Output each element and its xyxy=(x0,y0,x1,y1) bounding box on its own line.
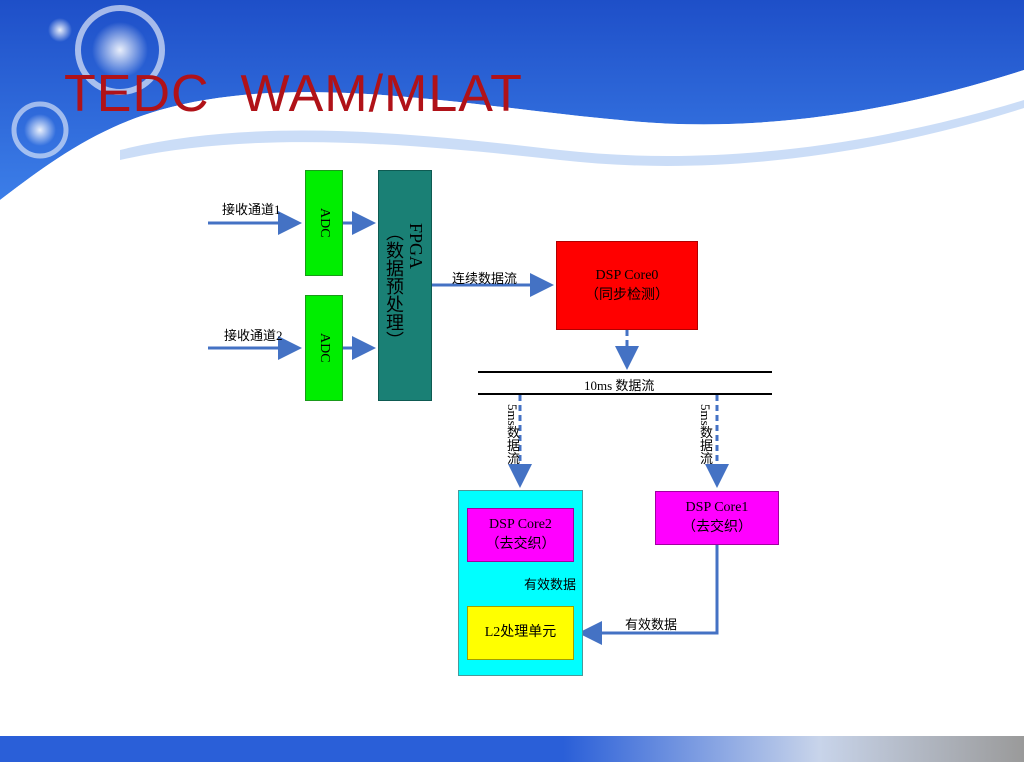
dsp-core0-block: DSP Core0 （同步检测） xyxy=(556,241,698,330)
footer-bar xyxy=(0,736,1024,762)
banner-circle-4 xyxy=(24,114,56,146)
dsp-core1-name: DSP Core1 xyxy=(685,500,749,515)
stream-5ms-right-label: 5ms数据流 xyxy=(698,404,713,465)
l2-unit-label: L2处理单元 xyxy=(484,625,557,640)
dsp-core2-function: （去交织） xyxy=(485,537,556,552)
banner-circle-5 xyxy=(48,18,72,42)
adc-block-1: ADC xyxy=(305,170,343,276)
core1-to-l2-arrow xyxy=(578,545,719,645)
adc-label-1: ADC xyxy=(317,208,332,238)
banner-wave-blue xyxy=(0,0,1024,200)
l2-unit-block: L2处理单元 xyxy=(467,606,574,660)
dsp-core2-name: DSP Core2 xyxy=(489,517,552,532)
banner-circle-3 xyxy=(11,101,69,159)
input-label-1: 接收通道1 xyxy=(222,202,281,217)
slide-title: TEDC WAM/MLAT xyxy=(64,65,523,123)
dsp-core2-block: DSP Core2 （去交织） xyxy=(467,508,574,562)
banner-circle-1 xyxy=(75,5,165,95)
dsp-core1-function: （去交织） xyxy=(682,520,752,535)
input-label-2: 接收通道2 xyxy=(224,328,283,343)
valid-data-outer-label: 有效数据 xyxy=(625,617,678,632)
banner-wave-light xyxy=(0,70,1024,230)
stream-5ms-left-label: 5ms数据流 xyxy=(505,404,520,465)
fpga-label: FPGA xyxy=(406,223,426,270)
dsp-core1-block: DSP Core1 （去交织） xyxy=(655,491,779,545)
continuous-stream-label: 连续数据流 xyxy=(452,271,518,286)
valid-data-inner-label: 有效数据 xyxy=(524,577,577,592)
adc-block-2: ADC xyxy=(305,295,343,401)
dsp-core0-name: DSP Core0 xyxy=(595,267,659,283)
bus-label: 10ms 数据流 xyxy=(584,378,655,393)
banner-wave-thin xyxy=(120,100,1024,166)
dsp-core0-function: （同步检测） xyxy=(585,287,669,303)
header-banner xyxy=(0,0,1024,230)
fpga-sub-label: （数据预处理） xyxy=(384,223,404,349)
fpga-block: FPGA （数据预处理） xyxy=(378,170,432,401)
banner-circle-2 xyxy=(92,22,148,78)
adc-label-2: ADC xyxy=(317,333,332,363)
